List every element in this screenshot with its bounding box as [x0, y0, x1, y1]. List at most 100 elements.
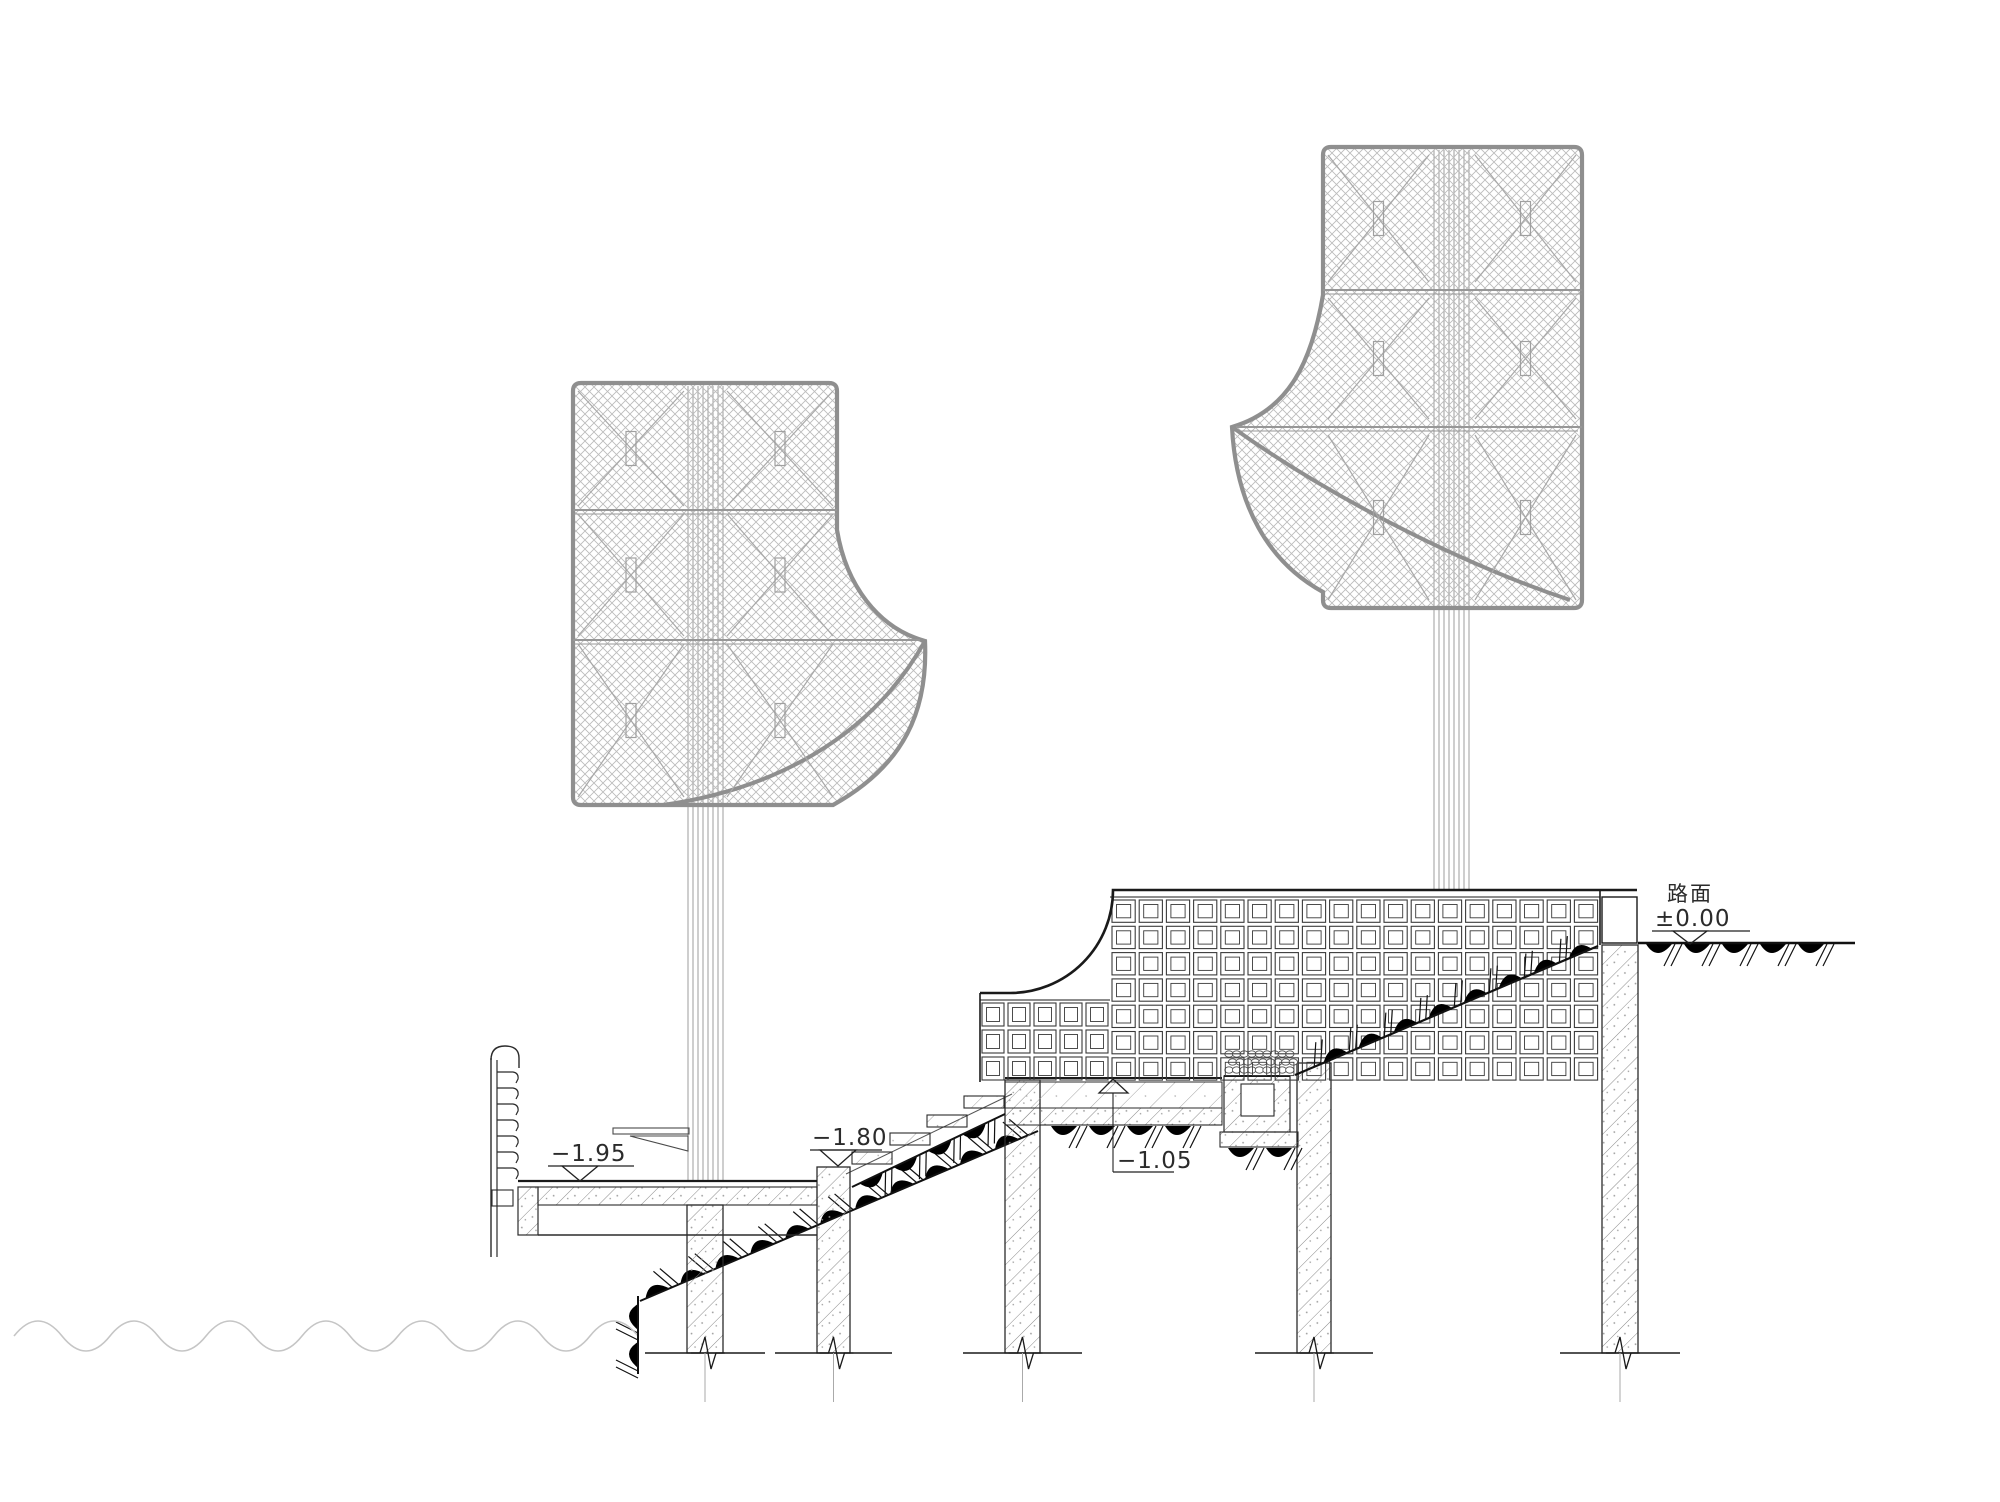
wall-cell	[1165, 925, 1191, 950]
wall-cell-inner	[1551, 930, 1567, 945]
wall-cell-inner	[1197, 1035, 1213, 1050]
wall-cell	[1193, 1004, 1218, 1029]
wall-cell	[1410, 1057, 1435, 1081]
soil-hatch-stroke	[1383, 1012, 1387, 1038]
wall-cell	[1220, 978, 1245, 1002]
wall-cell-inner	[1224, 982, 1240, 998]
wall-cell-inner	[1415, 904, 1431, 919]
wall-cell-inner	[1116, 956, 1132, 971]
wall-cell-inner	[1224, 904, 1240, 919]
wall-cell-inner	[1279, 1061, 1295, 1077]
wall-cell	[1274, 925, 1299, 950]
canopy-brace	[1474, 434, 1577, 601]
soil-hatch-stroke	[1283, 1147, 1296, 1171]
wall-cell	[1193, 952, 1218, 976]
wall-cell	[1383, 952, 1408, 976]
wall-cell-inner	[1578, 904, 1594, 919]
brace-connector-plate	[625, 430, 637, 467]
wall-cell-inner	[1496, 1061, 1512, 1077]
wall-cell	[1301, 952, 1327, 976]
deck-slab	[537, 1186, 818, 1206]
soil-hatch-stroke	[1453, 983, 1457, 1008]
wall-cell	[1274, 899, 1299, 923]
wall-cell	[1465, 1030, 1490, 1055]
wall-cell	[1465, 925, 1490, 950]
soil-hatch-stroke	[1460, 980, 1463, 1005]
level-marker-icon	[560, 1165, 600, 1182]
wall-cell	[1247, 1004, 1272, 1029]
wall-cell-inner	[1388, 1009, 1404, 1024]
wall-cell-inner	[1333, 930, 1349, 945]
wall-cell-inner	[1064, 1034, 1078, 1049]
wall-cell	[1138, 1030, 1163, 1055]
block-wall-cells	[981, 899, 1599, 1081]
level-marker-icon	[818, 1149, 858, 1167]
wall-cell	[1138, 1057, 1163, 1081]
railing-rung	[497, 1087, 519, 1100]
soil-hatch-stroke	[1558, 938, 1562, 964]
wall-cell	[1465, 899, 1490, 923]
wall-cell	[1546, 978, 1571, 1002]
pier-level-text: −1.80	[812, 1125, 887, 1151]
wall-cell-inner	[1578, 930, 1594, 945]
wall-cell	[1356, 1057, 1381, 1081]
wall-cell	[1546, 1004, 1571, 1029]
wall-cell	[1165, 1057, 1191, 1081]
wall-cell	[1138, 925, 1163, 950]
wall-cell	[1383, 978, 1408, 1002]
wall-cell	[1546, 925, 1571, 950]
soil-hatch-stroke	[1777, 943, 1790, 967]
break-symbol-icon	[819, 1336, 854, 1370]
cobble-stone	[1247, 1066, 1257, 1074]
wall-cell	[1329, 1057, 1354, 1081]
wall-cell-inner	[1469, 1009, 1485, 1024]
wall-cell	[1465, 1004, 1490, 1029]
wall-cell	[1220, 1057, 1245, 1081]
soil-hatch-stroke	[1355, 1024, 1358, 1050]
wall-cell	[1247, 1030, 1272, 1055]
wall-cell	[1111, 1057, 1136, 1081]
wall-cell	[1465, 978, 1490, 1002]
soil-hatch-stroke	[1068, 1125, 1081, 1149]
wall-cell-inner	[1333, 1009, 1349, 1024]
wall-cell-inner	[1388, 904, 1404, 919]
wall-cell	[1033, 1002, 1057, 1027]
channel-cavity	[1240, 1083, 1275, 1117]
break-symbol-icon	[1300, 1336, 1334, 1370]
wall-cell	[1193, 1030, 1218, 1055]
stair-tread-1	[851, 1151, 893, 1165]
stair-tread-2	[889, 1132, 931, 1146]
soil-tooth	[1089, 1126, 1115, 1135]
wall-cell-inner	[1012, 1061, 1026, 1076]
soil-hatch-stroke	[764, 1223, 784, 1241]
soil-hatch-stroke	[1113, 1125, 1126, 1149]
stair-tread-4	[963, 1095, 1005, 1109]
wall-cell	[1573, 899, 1599, 923]
wall-cell	[1437, 1004, 1463, 1029]
wall-cell-inner	[1496, 1035, 1512, 1050]
wall-cell	[1165, 1004, 1191, 1029]
wall-cell	[1356, 899, 1381, 923]
wall-cell	[1492, 1057, 1517, 1081]
wall-cell-inner	[1388, 930, 1404, 945]
wall-cell	[1138, 1004, 1163, 1029]
canopy-brace	[1327, 297, 1430, 420]
soil-hatch-stroke	[1151, 1125, 1164, 1149]
wall-cell-inner	[1090, 1061, 1104, 1076]
wall-cell-inner	[1469, 956, 1485, 971]
wall-cell-inner	[1496, 904, 1512, 919]
wall-cell	[1356, 978, 1381, 1002]
canopy-left-band-lines	[573, 509, 920, 645]
wall-cell	[1193, 925, 1218, 950]
wall-cell-inner	[986, 1034, 1000, 1049]
wall-cell-inner	[1578, 982, 1594, 998]
wall-cell-inner	[1415, 982, 1431, 998]
soil-hatch-stroke	[1495, 965, 1498, 991]
wall-cell	[1301, 925, 1327, 950]
wall-cell-inner	[1197, 1009, 1213, 1024]
wall-cell	[1465, 1057, 1490, 1081]
wall-cell	[1007, 1002, 1031, 1027]
stair-slope-line	[851, 1113, 1006, 1188]
canopy-brace	[1474, 297, 1577, 420]
wall-cell	[1465, 952, 1490, 976]
